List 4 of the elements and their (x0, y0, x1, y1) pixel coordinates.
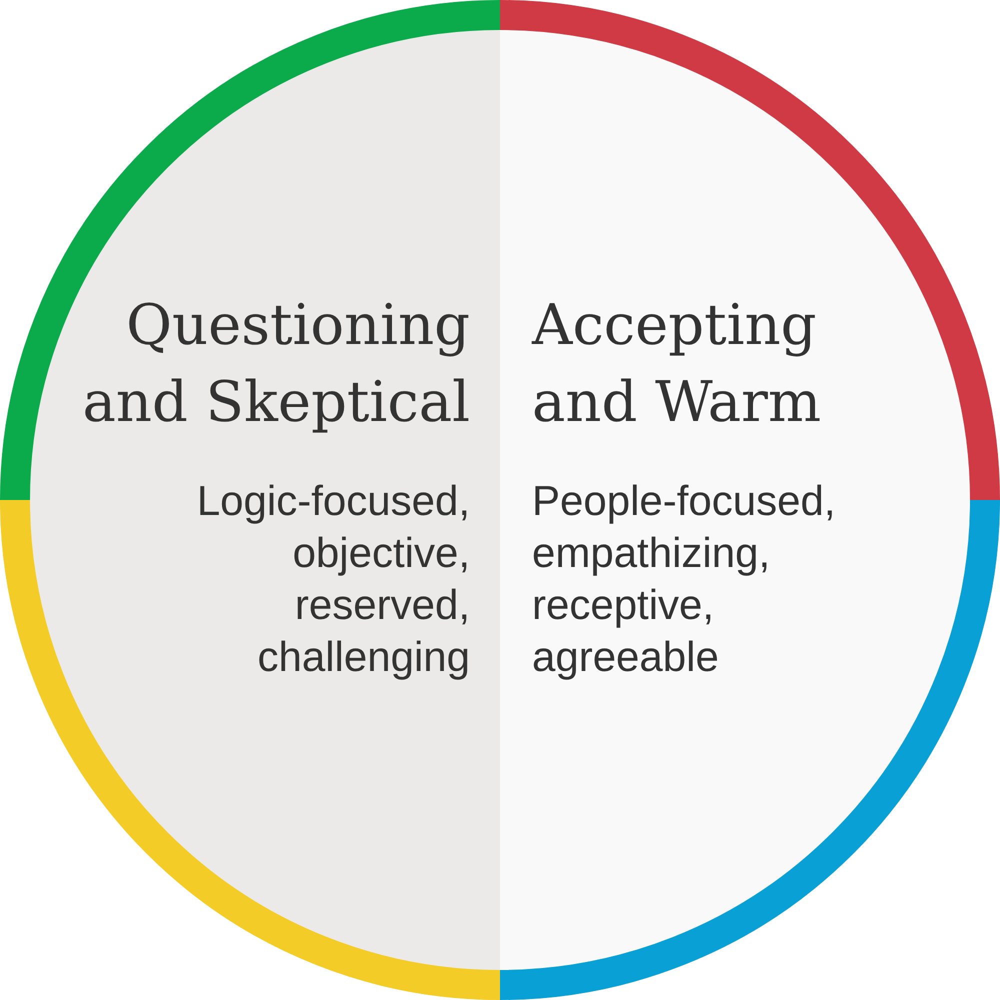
heading: Accepting and Warm (532, 292, 822, 437)
description: People-focused, empathizing, receptive, agreeable (532, 476, 837, 682)
description: Logic-focused, objective, reserved, challenging (196, 476, 470, 682)
heading: Questioning and Skeptical (82, 292, 470, 437)
